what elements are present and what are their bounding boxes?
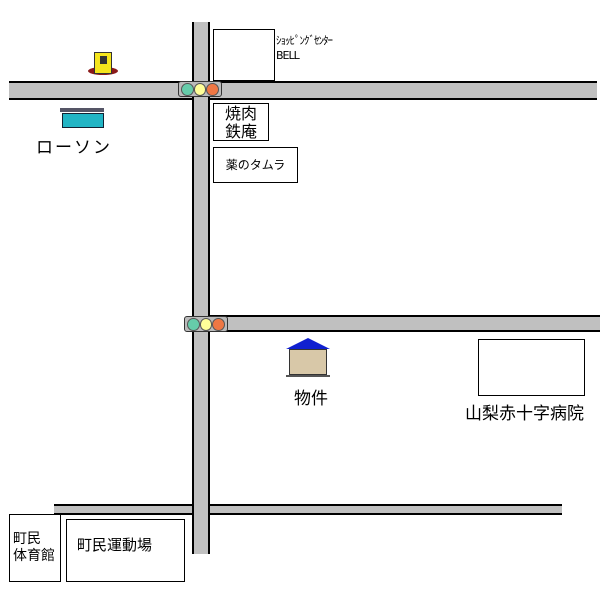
gym-line1: 町民	[13, 531, 41, 547]
pharmacy-box: 薬のタムラ	[213, 147, 298, 183]
gas-station-icon	[88, 52, 118, 76]
yakiniku-box: 焼肉 鉄庵	[213, 103, 269, 141]
sports-ground-box: 町民運動場	[66, 519, 185, 582]
gym-box: 町民 体育館	[9, 514, 61, 582]
hospital-label: 山梨赤十字病院	[465, 404, 584, 424]
traffic-signal-icon	[178, 81, 222, 97]
road-south	[54, 504, 562, 515]
hospital-box	[478, 339, 585, 396]
gym-line2: 体育館	[13, 548, 55, 564]
shopping-center-name: ｼｮｯﾋﾟﾝｸﾞｾﾝﾀｰ	[276, 34, 333, 47]
road-vertical	[192, 22, 210, 554]
property-label: 物件	[294, 389, 328, 409]
road-middle	[205, 315, 600, 332]
convenience-store-icon	[60, 108, 104, 128]
shopping-center-bell: BELL	[276, 49, 300, 62]
road-north	[9, 81, 597, 100]
traffic-signal-icon	[184, 316, 228, 332]
shopping-center-label: ｼｮｯﾋﾟﾝｸﾞｾﾝﾀｰ BELL	[276, 33, 333, 63]
yakiniku-line1: 焼肉	[224, 104, 257, 123]
apartment-icon	[286, 338, 330, 378]
yakiniku-line2: 鉄庵	[224, 122, 257, 141]
shopping-center-box	[213, 29, 275, 81]
lawson-label: ローソン	[36, 138, 112, 158]
